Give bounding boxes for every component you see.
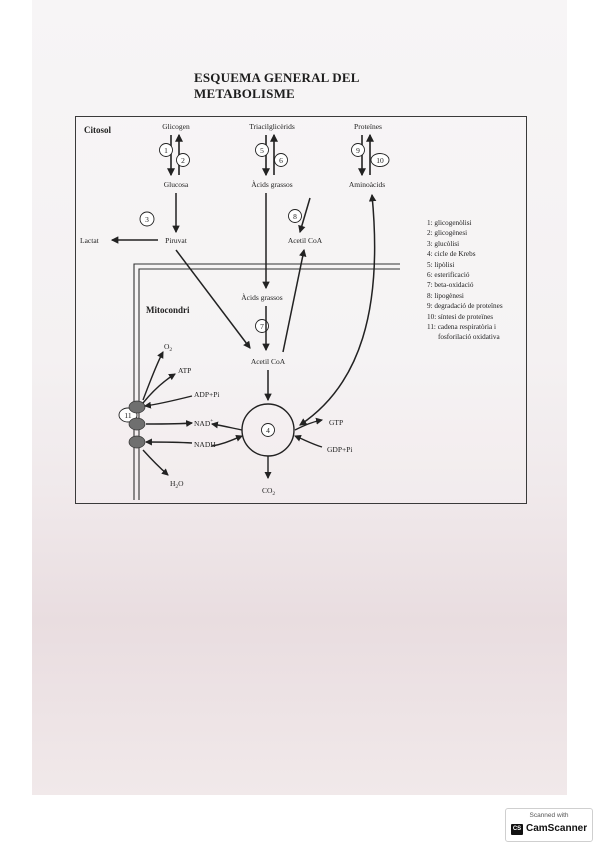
nadh-arrow — [211, 434, 243, 447]
pyruvate-to-acetylcoa-arrow — [175, 249, 251, 349]
glucose-label: Glucosa — [164, 180, 189, 189]
step-10-number: 10 — [376, 156, 384, 165]
legend-item: 7: beta-oxidació — [427, 281, 474, 290]
step-4-number: 4 — [266, 426, 270, 435]
nad-label: NAD+ — [194, 418, 213, 428]
fatty-acids-label: Àcids grassos — [251, 179, 293, 189]
title-line-1: ESQUEMA GENERAL DEL — [194, 70, 360, 85]
gtp-arrow — [294, 417, 324, 431]
proteins-aminoacids-arrows — [358, 133, 374, 177]
camscanner-badge: Scanned with CS CamScanner — [505, 808, 593, 842]
adp-pi-label: ADP+Pi — [194, 390, 220, 399]
legend-item: 9: degradació de proteïnes — [427, 302, 503, 311]
legend: 1: glicogenòlisi 2: glicogènesi 3: glucò… — [427, 218, 527, 343]
nadh-to-chain-arrow — [144, 438, 193, 446]
step-6-number: 6 — [279, 156, 283, 165]
aminoacids-krebs-arrow — [299, 193, 377, 426]
step-2-badge: 2 — [176, 153, 190, 167]
step-7-number: 7 — [260, 322, 264, 331]
step-6-badge: 6 — [274, 153, 288, 167]
adp-pi-arrow — [143, 395, 193, 409]
triglycerides-fattyacids-arrows — [262, 133, 278, 177]
nad-plus-arrow — [145, 420, 194, 427]
respiratory-complexes — [128, 400, 146, 449]
gtp-label: GTP — [329, 418, 343, 427]
proteins-label: Proteïnes — [354, 122, 382, 131]
page-title: ESQUEMA GENERAL DEL METABOLISME — [194, 70, 454, 102]
glycogen-label: Glicogen — [162, 122, 190, 131]
step-9-number: 9 — [356, 146, 360, 155]
legend-item: 5: lipòlisi — [427, 260, 455, 269]
atp-label: ATP — [178, 366, 191, 375]
step-1-number: 1 — [164, 146, 168, 155]
step-9-badge: 9 — [351, 143, 365, 157]
h2o-label: H2O — [170, 479, 184, 490]
step-3-badge: 3 — [139, 211, 155, 227]
nadh-label: NADH — [194, 440, 216, 449]
step-5-badge: 5 — [255, 143, 269, 157]
legend-item: 4: cicle de Krebs — [427, 250, 476, 259]
legend-item: 10: síntesi de proteïnes — [427, 312, 494, 321]
camscanner-logo-icon: CS — [511, 824, 523, 835]
acetyl-coa-cytosol-label: Acetil CoA — [288, 236, 323, 245]
lactate-label: Lactat — [80, 236, 100, 245]
legend-item: 2: glicogènesi — [427, 229, 468, 238]
step-8-badge: 8 — [288, 209, 302, 223]
o2-label: O2 — [164, 342, 172, 353]
step-5-number: 5 — [260, 146, 264, 155]
gdp-pi-label: GDP+Pi — [327, 445, 353, 454]
nad-arrow — [210, 421, 243, 431]
step-1-badge: 1 — [159, 143, 173, 157]
o2-arrow — [142, 351, 164, 401]
legend-item: fosforilació oxidativa — [438, 333, 500, 342]
step-10-badge: 10 — [370, 153, 390, 167]
step-8-number: 8 — [293, 212, 297, 221]
legend-item: 8: lipogènesi — [427, 291, 464, 300]
gdp-arrow — [294, 434, 323, 448]
mitochondrion-label: Mitocondri — [146, 305, 190, 315]
step-11-number: 11 — [124, 411, 131, 420]
cytosol-label: Citosol — [84, 125, 111, 135]
co2-label: CO2 — [262, 486, 275, 497]
pyruvate-label: Piruvat — [165, 236, 188, 245]
badge-caption: Scanned with — [529, 812, 569, 819]
fatty-acids-mito-label: Àcids grassos — [241, 292, 283, 302]
step-2-number: 2 — [181, 156, 185, 165]
triglycerides-label: Triacilglicèrids — [249, 122, 295, 131]
krebs-cycle: 4 — [241, 403, 295, 457]
legend-item: 1: glicogenòlisi — [427, 219, 472, 227]
glycogen-glucose-arrows — [167, 133, 183, 177]
title-line-2: METABOLISME — [194, 86, 295, 101]
acetyl-coa-mito-label: Acetil CoA — [251, 357, 286, 366]
acetylcoa-export-arrow — [282, 248, 307, 353]
amino-acids-label: Aminoàcids — [349, 180, 385, 189]
legend-item: 3: glucòlisi — [427, 239, 460, 248]
h2o-arrow — [142, 449, 169, 476]
legend-item: 11: cadena respiratòria i — [427, 323, 496, 332]
legend-item: 6: esterificació — [427, 271, 470, 280]
atp-arrow — [142, 373, 176, 404]
badge-brand: CamScanner — [526, 823, 588, 834]
step-3-number: 3 — [145, 215, 149, 224]
